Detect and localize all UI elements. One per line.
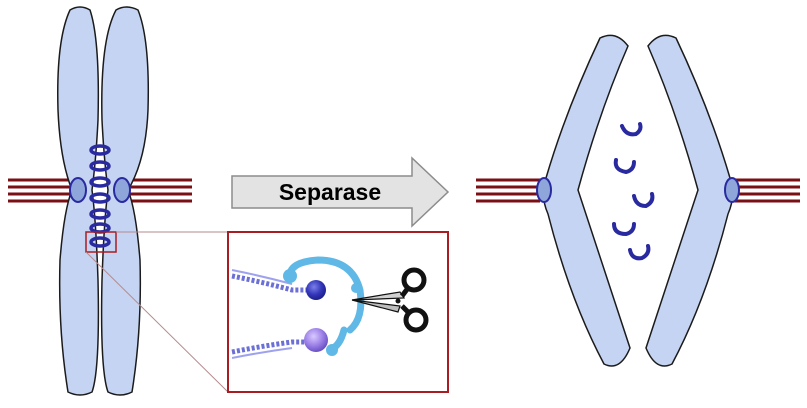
cohesin-fragment xyxy=(632,192,655,209)
cohesin-fragment xyxy=(620,122,643,137)
dna-bead-top xyxy=(306,280,326,300)
separated-chromatid-left xyxy=(542,34,631,367)
scissors-icon xyxy=(351,267,429,333)
cohesin-ring-icon xyxy=(89,236,111,248)
cohesin-ring-icon xyxy=(89,192,111,204)
right-kinetochore-east xyxy=(724,177,740,203)
cohesin-fragment xyxy=(612,222,636,237)
cohesin-fragment xyxy=(613,158,636,175)
separated-chromatid-right xyxy=(645,34,734,367)
dna-strand-bottom xyxy=(231,339,312,359)
left-chromosome xyxy=(8,6,192,396)
cohesin-complex-inset xyxy=(283,256,365,356)
cleaved-cohesin-fragments xyxy=(612,122,655,261)
right-kinetochore-west xyxy=(536,177,552,203)
zoom-highlight-box xyxy=(85,231,117,253)
zoom-callout-lines xyxy=(85,231,229,393)
cohesin-fragment xyxy=(628,244,651,261)
cohesin-rings-joined xyxy=(89,144,111,248)
cohesin-ring-icon xyxy=(89,160,111,172)
arrow-shape xyxy=(231,156,450,228)
right-microtubules-west xyxy=(476,178,540,203)
left-kinetochore-east xyxy=(113,177,131,203)
left-kinetochore-west xyxy=(69,177,87,203)
dna-bead-bottom xyxy=(304,328,328,352)
right-microtubules-east xyxy=(728,178,800,203)
cohesin-arc xyxy=(286,256,365,334)
right-chromosomes xyxy=(476,34,800,367)
cohesin-ring-icon xyxy=(89,208,111,220)
cohesin-ring-icon xyxy=(89,176,111,188)
dna-strand-top xyxy=(231,269,312,293)
separase-arrow: Separase xyxy=(231,156,450,228)
cohesin-ring-icon xyxy=(89,144,111,156)
cleavage-inset xyxy=(227,231,449,393)
separase-label: Separase xyxy=(279,179,381,205)
left-microtubules-west xyxy=(8,178,78,203)
